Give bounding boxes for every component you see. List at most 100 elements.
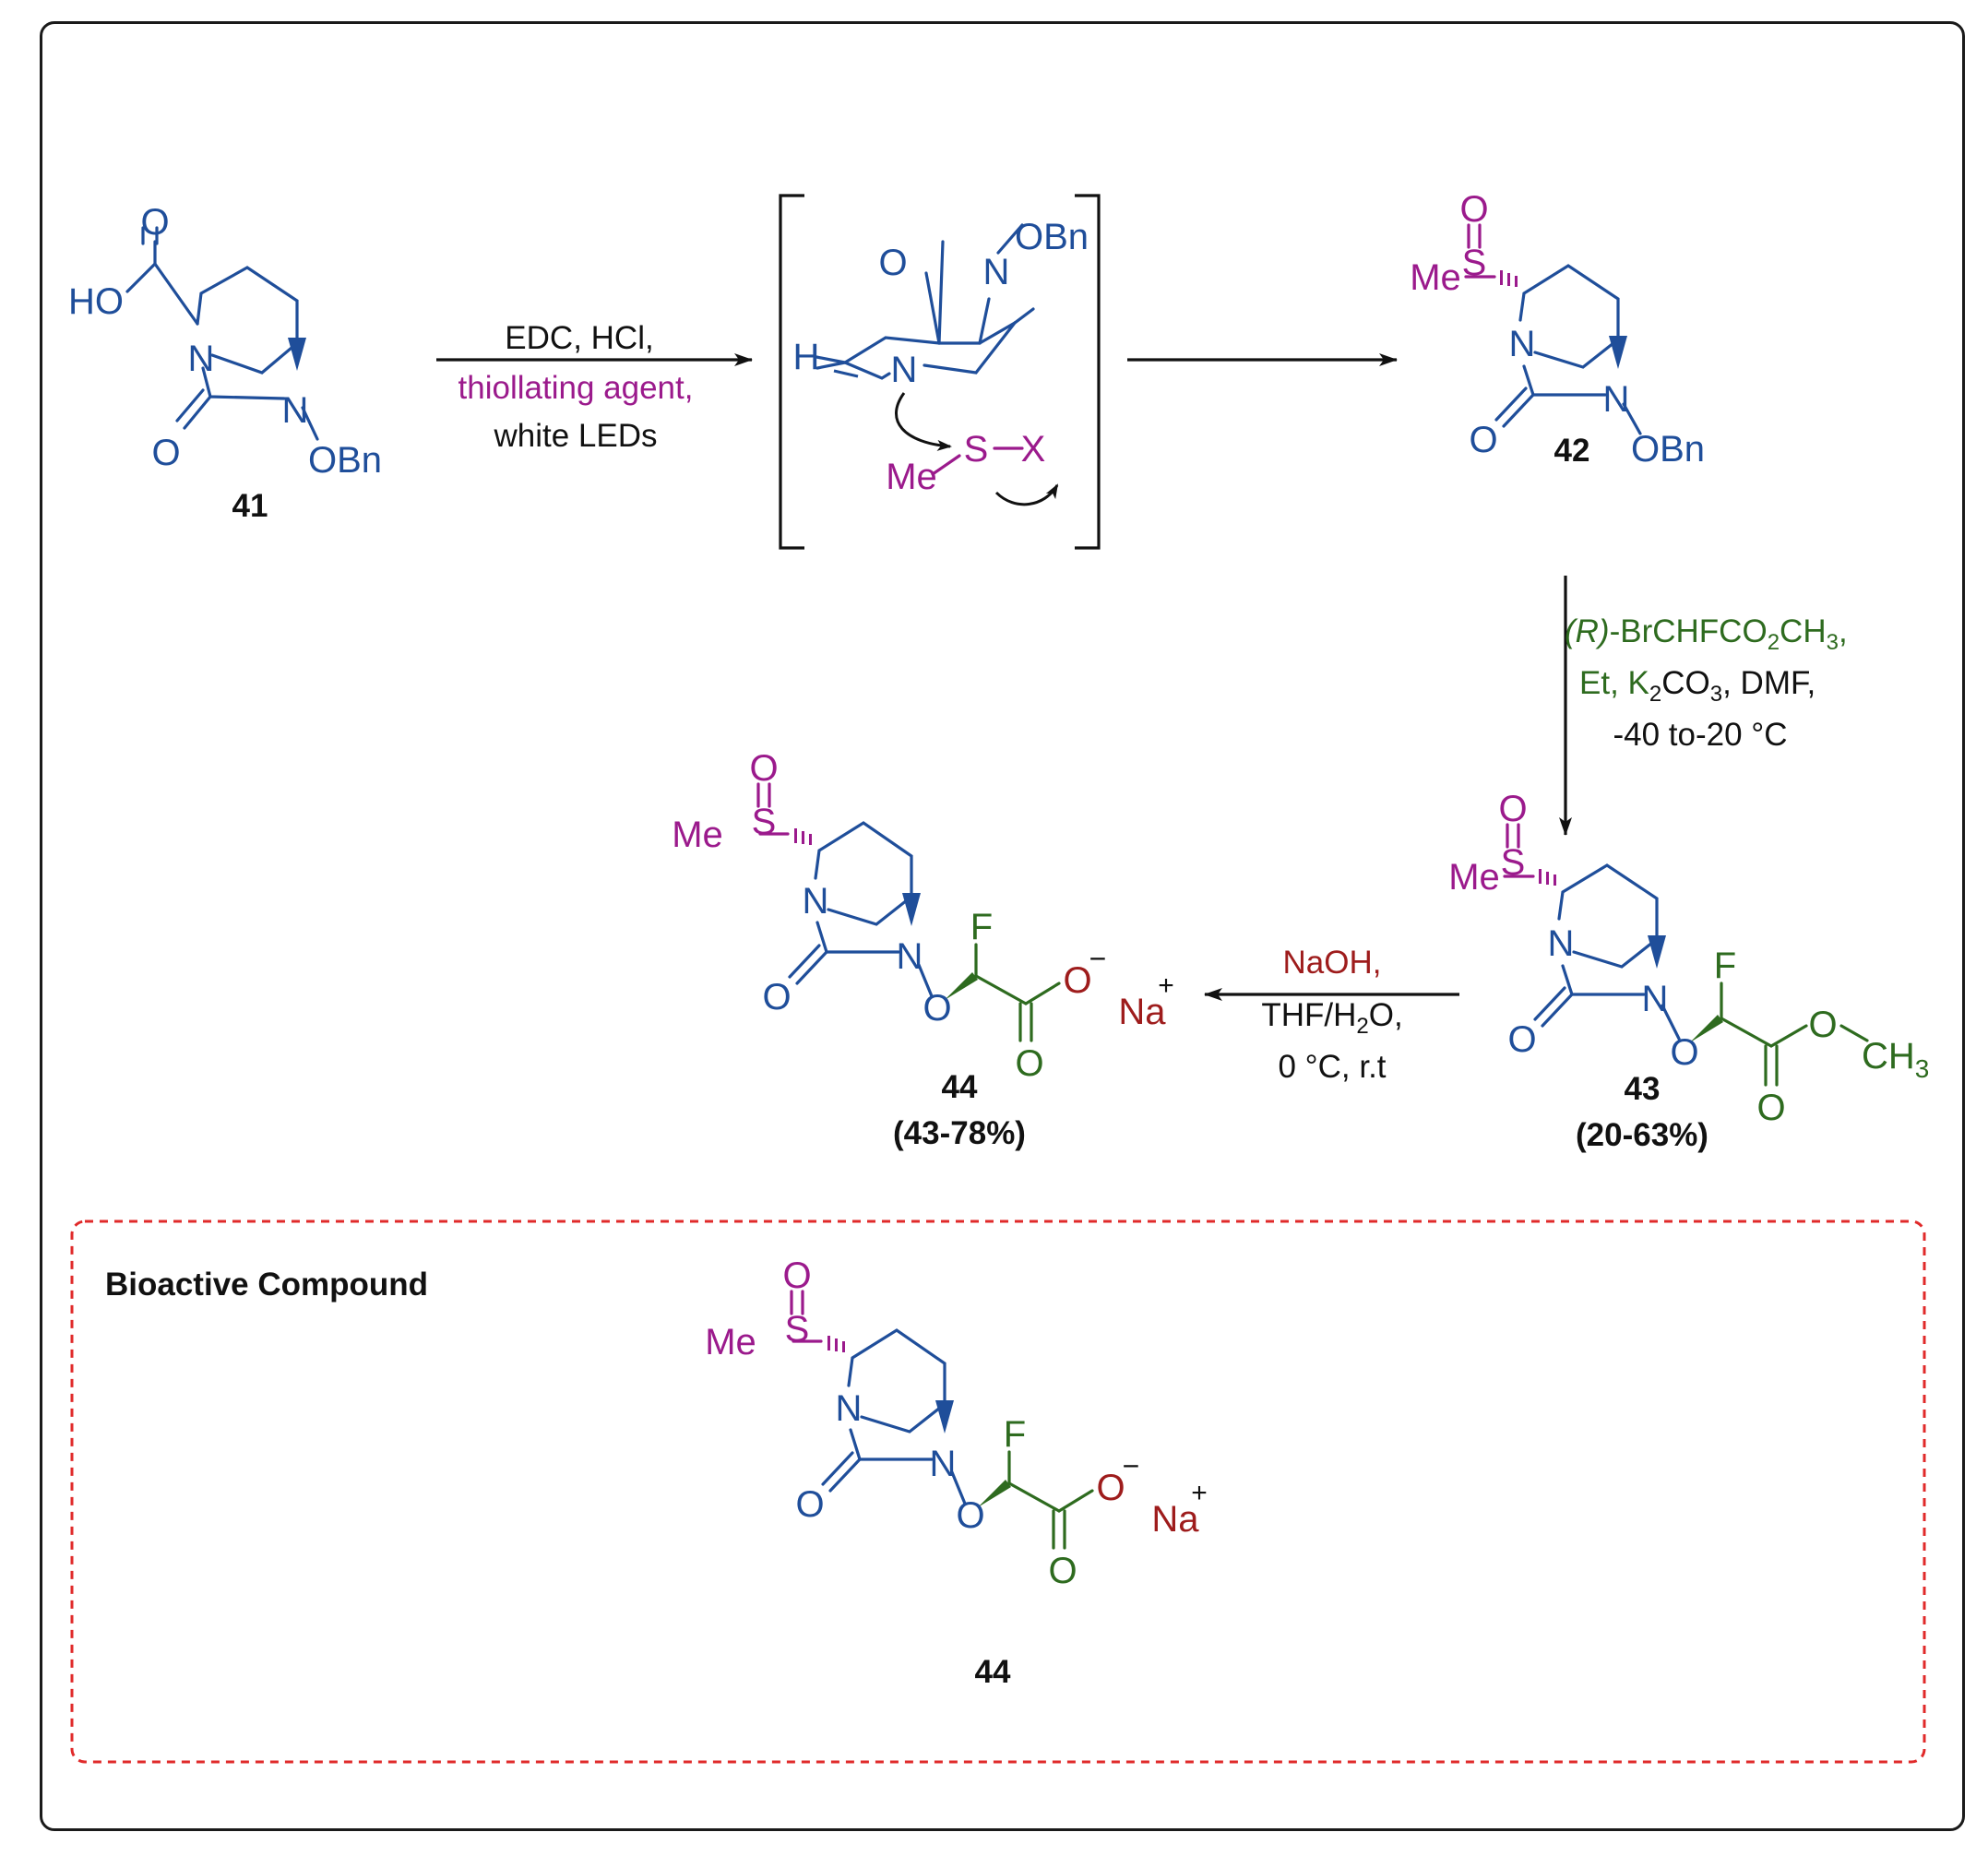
- atom-o: O: [956, 1495, 984, 1536]
- atom-o: O: [1670, 1032, 1698, 1073]
- dashed-border: [70, 1219, 1926, 1764]
- compound-41: N N O HO O OBn 41: [68, 202, 382, 524]
- atom-n: N: [930, 1444, 957, 1484]
- step4-solvent: THF/H2O,: [1261, 997, 1402, 1039]
- atom-me: Me: [705, 1322, 756, 1362]
- right-bracket: [1075, 194, 1101, 550]
- atom-s: S: [964, 429, 989, 470]
- atom-o: O: [762, 977, 791, 1017]
- atom-me: Me: [886, 457, 937, 497]
- curved-electron-arrow: [895, 392, 952, 451]
- atom-o: O: [1756, 1088, 1785, 1128]
- atom-n: N: [803, 881, 829, 922]
- atom-f: F: [1004, 1414, 1026, 1455]
- step-4: NaOH, THF/H2O, 0 °C, r.t: [1204, 945, 1459, 1085]
- atom-n: N: [1548, 923, 1575, 964]
- compound-label-44-boxed: 44: [975, 1654, 1011, 1690]
- atom-n: N: [1642, 979, 1669, 1019]
- compound-yield-44: (43-78%): [893, 1115, 1026, 1151]
- atom-n: N: [983, 252, 1010, 292]
- atom-o-anion: O: [1096, 1468, 1125, 1508]
- wedge-bond: [288, 338, 306, 371]
- atom-na: Na: [1118, 992, 1166, 1032]
- atom-o: O: [151, 433, 180, 473]
- atom-n: N: [282, 390, 309, 431]
- atom-o: O: [878, 243, 907, 283]
- curved-leaving-arrow: [994, 483, 1059, 506]
- atom-obn: OBn: [1015, 217, 1089, 257]
- compound-43: O S Me N N O O F O O CH3 43 (20-63%): [1448, 789, 1929, 1153]
- bond-ch: [833, 369, 859, 378]
- step3-reagent: (R)-BrCHFCO2CH3,: [1565, 613, 1848, 655]
- atom-o: O: [1469, 420, 1497, 460]
- atom-o: O: [1507, 1019, 1536, 1060]
- atom-o: O: [1048, 1551, 1077, 1591]
- hash-bond: [827, 1336, 845, 1352]
- atom-s: S: [1501, 842, 1526, 883]
- atom-x: X: [1021, 429, 1046, 470]
- atom-o: O: [1498, 789, 1527, 829]
- step1-light-source: white LEDs: [493, 418, 657, 454]
- atom-me: Me: [672, 815, 723, 855]
- left-bracket: [779, 194, 804, 550]
- step3-base-solvent: Et, K2CO3, DMF,: [1579, 665, 1815, 707]
- atom-obn: OBn: [1631, 429, 1705, 470]
- positive-charge: +: [1191, 1478, 1208, 1508]
- step-3: (R)-BrCHFCO2CH3, Et, K2CO3, DMF, -40 to-…: [1559, 576, 1848, 836]
- atom-n: N: [1509, 324, 1536, 364]
- wedge-bond: [978, 1480, 1011, 1507]
- step-1: EDC, HCl, thiollating agent, white LEDs: [436, 320, 753, 454]
- atom-o: O: [782, 1255, 811, 1296]
- atom-me: Me: [1448, 857, 1500, 898]
- wedge-bond: [1648, 935, 1666, 969]
- negative-charge: −: [1089, 942, 1107, 975]
- atom-ch3: CH3: [1862, 1036, 1929, 1083]
- compound-44-boxed: O S Me N N O O F O O − Na + 44: [705, 1255, 1208, 1690]
- atom-s: S: [785, 1309, 810, 1350]
- atom-n: N: [897, 936, 923, 977]
- atom-o: O: [1015, 1043, 1043, 1084]
- atom-n: N: [891, 350, 918, 390]
- step1-reagents: EDC, HCl,: [505, 320, 653, 356]
- atom-o: O: [140, 202, 169, 243]
- compound-label-44: 44: [942, 1069, 978, 1105]
- compound-42: O S Me N N O OBn 42: [1410, 189, 1705, 470]
- step1-thiolating-agent: thiollating agent,: [458, 370, 694, 406]
- intermediate: O N OBn N H S X Me: [779, 194, 1101, 550]
- box-title: Bioactive Compound: [105, 1267, 428, 1303]
- compound-label-42: 42: [1554, 433, 1590, 469]
- atom-me: Me: [1410, 257, 1461, 298]
- atom-s: S: [1462, 243, 1487, 283]
- atom-f: F: [970, 907, 993, 947]
- compound-label-43: 43: [1625, 1071, 1661, 1107]
- step3-temperature: -40 to-20 °C: [1613, 717, 1787, 753]
- atom-o: O: [749, 748, 778, 789]
- step4-base: NaOH,: [1283, 945, 1382, 981]
- scheme-frame: [40, 21, 1965, 1831]
- atom-obn: OBn: [308, 440, 382, 481]
- positive-charge: +: [1158, 970, 1174, 1001]
- negative-charge: −: [1123, 1449, 1140, 1482]
- wedge-bond: [1690, 1015, 1723, 1042]
- wedge-bond: [1609, 336, 1627, 369]
- atom-na: Na: [1151, 1499, 1199, 1540]
- compound-yield-43: (20-63%): [1576, 1117, 1708, 1153]
- atom-ho: HO: [68, 281, 124, 322]
- hash-bond: [1500, 270, 1518, 287]
- bioactive-compound-box: Bioactive Compound: [70, 1219, 1926, 1764]
- atom-o: O: [1808, 1005, 1837, 1045]
- atom-n: N: [188, 339, 215, 379]
- wedge-bond: [935, 1400, 954, 1434]
- compound-label-41: 41: [232, 488, 268, 524]
- atom-n: N: [1603, 379, 1630, 420]
- atom-h: H: [793, 337, 820, 377]
- atom-f: F: [1714, 946, 1736, 986]
- step4-temperature: 0 °C, r.t: [1278, 1049, 1386, 1085]
- compound-44: O S Me N N O O F O O − Na + 44 (43-78%): [672, 748, 1174, 1151]
- hash-bond: [794, 828, 812, 845]
- atom-s: S: [752, 802, 777, 842]
- atom-o: O: [795, 1484, 824, 1525]
- atom-o-anion: O: [1063, 960, 1091, 1001]
- atom-n: N: [836, 1388, 863, 1429]
